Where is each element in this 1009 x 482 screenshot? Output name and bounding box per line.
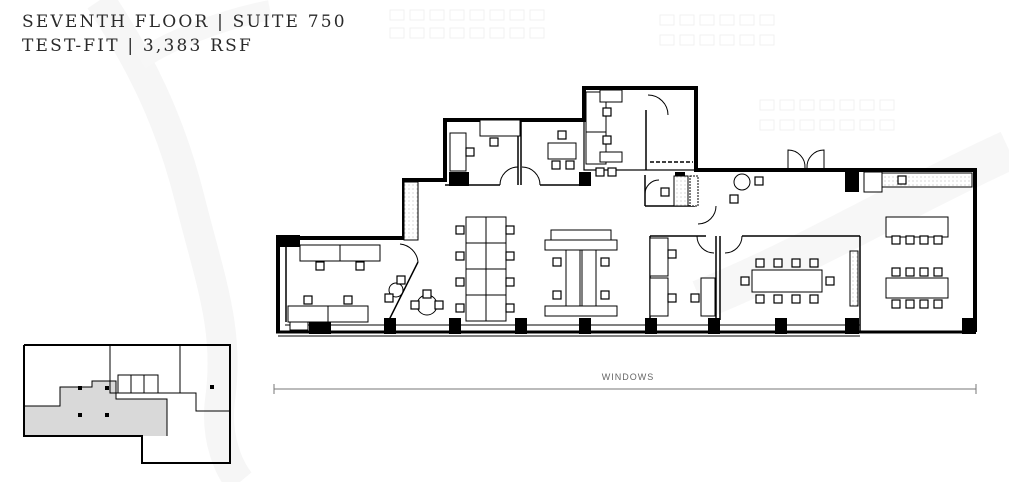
exterior-walls [276, 86, 977, 332]
storage-cabinet [403, 181, 419, 241]
key-plan [23, 344, 231, 464]
test-fit-area-label: TEST-FIT | 3,383 RSF [22, 36, 253, 56]
structural-columns [276, 172, 976, 334]
windows-label: WINDOWS [601, 372, 655, 382]
key-plan-highlight [24, 381, 167, 436]
doors [399, 94, 825, 263]
furniture [287, 89, 949, 331]
interior-walls [285, 87, 861, 332]
windows-dimension-line [273, 384, 977, 394]
floor-suite-label: SEVENTH FLOOR | SUITE 750 [22, 12, 347, 32]
plan-title: SEVENTH FLOOR | SUITE 750 TEST-FIT | 3,3… [22, 10, 347, 58]
